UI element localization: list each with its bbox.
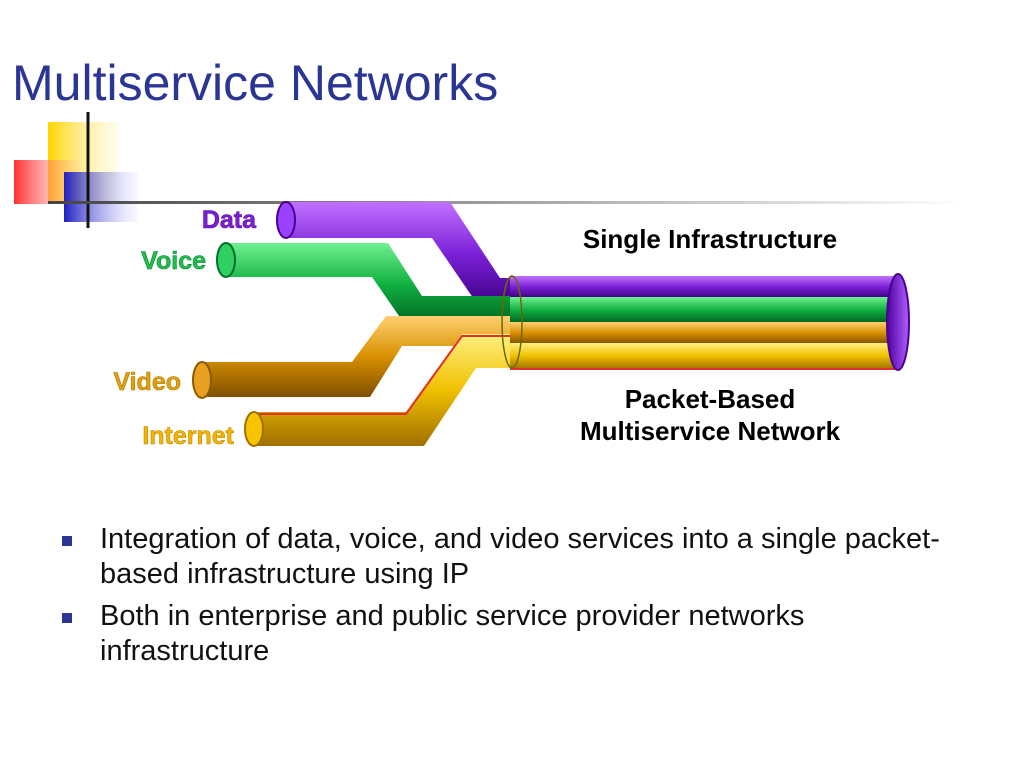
- single-infrastructure-label: Single Infrastructure: [582, 224, 838, 254]
- bullet-text: Both in enterprise and public service pr…: [100, 600, 805, 667]
- service-label-data: Data: [202, 206, 257, 234]
- video-pipe-end: [192, 361, 212, 399]
- service-label-video: Video: [113, 368, 181, 396]
- bullet-item: Both in enterprise and public service pr…: [62, 599, 962, 669]
- internet-pipe-end: [244, 411, 264, 447]
- deco-blue-square: [64, 172, 138, 222]
- multiservice-pipes-diagram: Data Voice Video Internet: [113, 201, 910, 450]
- voice-pipe-end: [216, 242, 236, 278]
- data-pipe: [286, 202, 520, 308]
- bullet-list: Integration of data, voice, and video se…: [62, 522, 962, 676]
- bullet-square-icon: [62, 613, 72, 623]
- packet-based-label: Packet-Based: [624, 384, 796, 414]
- corner-decoration: [14, 112, 138, 228]
- trunk-end-cap: [886, 273, 910, 371]
- internet-pipe: [254, 334, 520, 446]
- video-pipe: [202, 316, 520, 397]
- voice-pipe: [226, 243, 520, 326]
- title-rule: [48, 201, 968, 204]
- single-infrastructure-trunk: [501, 273, 910, 371]
- bullet-square-icon: [62, 536, 72, 546]
- data-pipe-end: [276, 201, 296, 239]
- service-label-voice: Voice: [141, 247, 206, 275]
- service-label-internet: Internet: [142, 422, 234, 450]
- bullet-item: Integration of data, voice, and video se…: [62, 522, 962, 592]
- slide-title: Multiservice Networks: [12, 55, 499, 111]
- multiservice-network-label: Multiservice Network: [579, 416, 841, 446]
- bullet-text: Integration of data, voice, and video se…: [100, 523, 940, 590]
